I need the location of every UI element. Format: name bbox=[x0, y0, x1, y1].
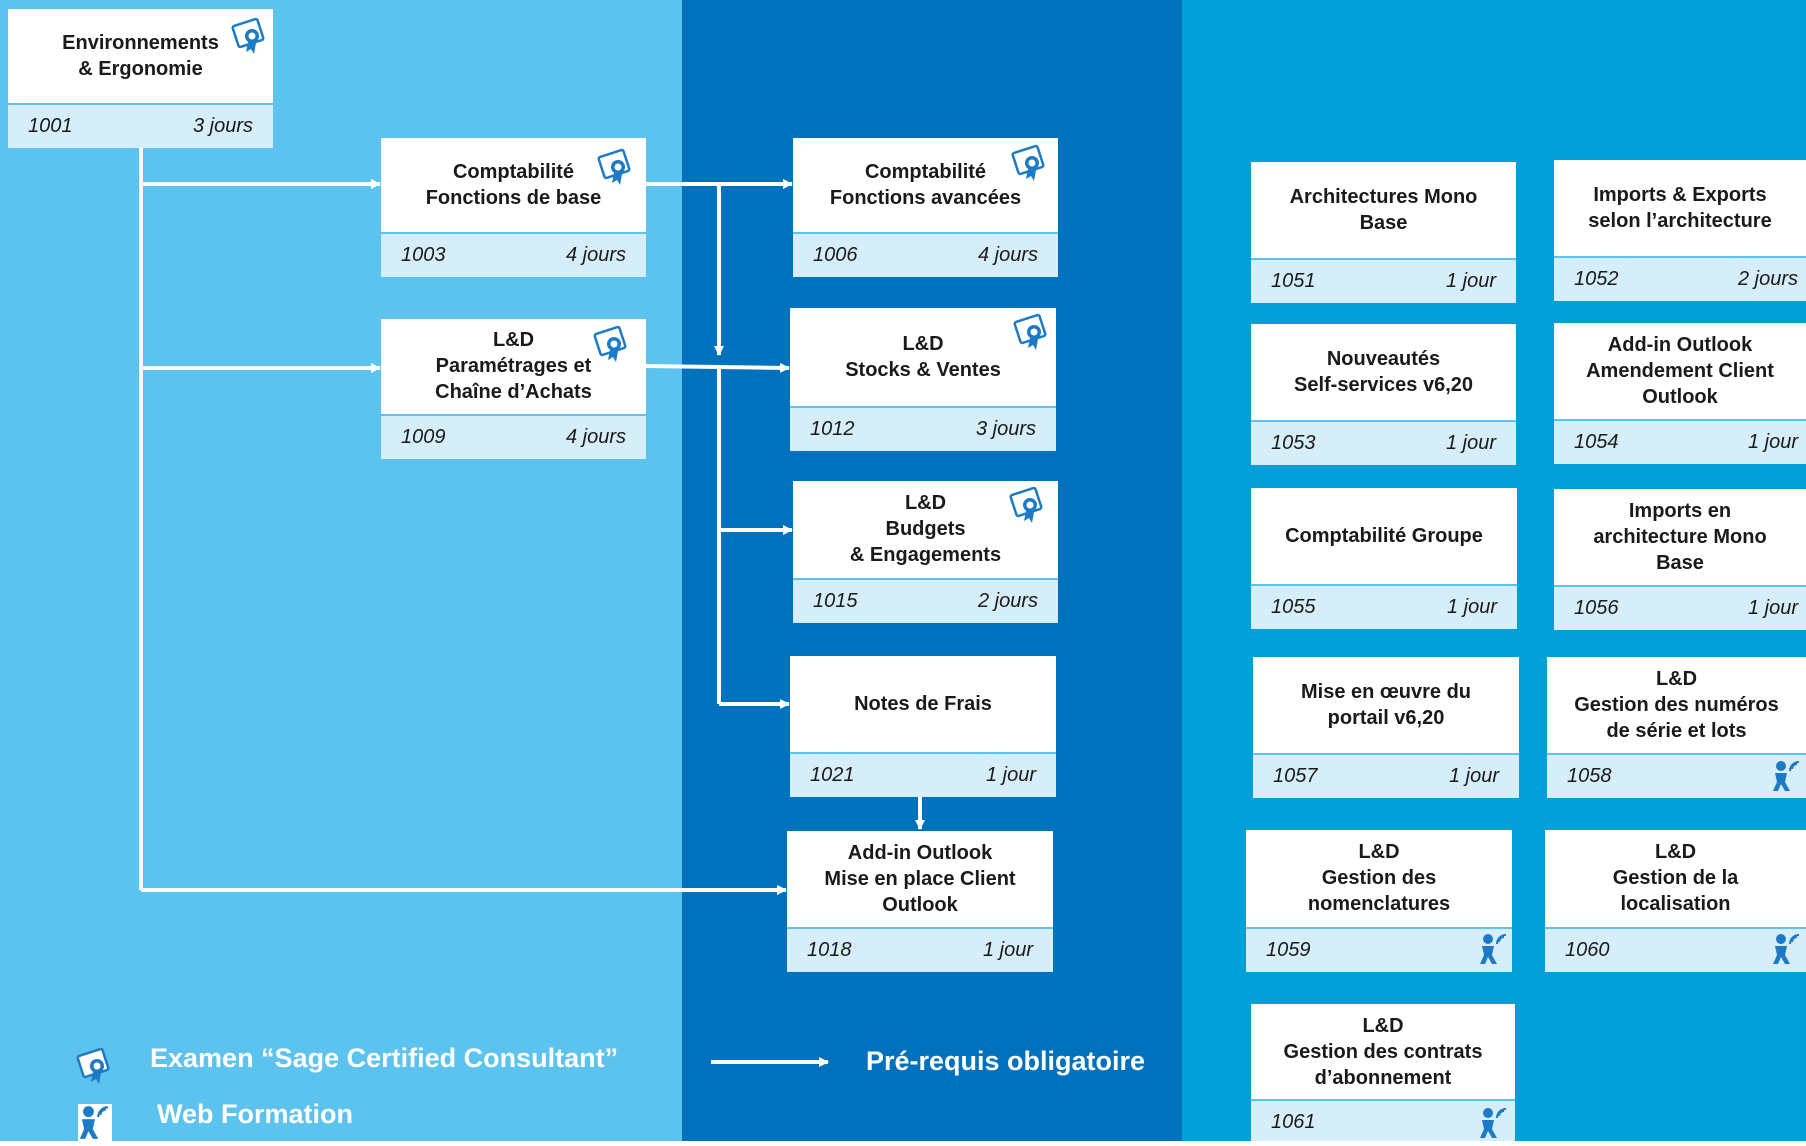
certificate-icon bbox=[1009, 486, 1043, 523]
web-formation-icon bbox=[1773, 761, 1800, 791]
course-duration: 3 jours bbox=[192, 115, 253, 137]
course-code: 1057 bbox=[1273, 765, 1318, 787]
web-formation-icon bbox=[1480, 1108, 1507, 1138]
course-title: L&D Gestion des nomenclatures bbox=[1307, 841, 1451, 915]
course-box-1053[interactable]: Nouveautés Self-services v6,20 1053 1 jou… bbox=[1251, 324, 1516, 465]
course-duration: 1 jour bbox=[1445, 432, 1496, 454]
legend-prerequisite-label: Pré-requis obligatoire bbox=[866, 1046, 1146, 1076]
course-duration: 2 jours bbox=[1737, 268, 1798, 290]
course-box-1012[interactable]: L&D Stocks & Ventes 1012 3 jours bbox=[790, 308, 1056, 451]
course-code: 1006 bbox=[813, 244, 858, 266]
course-code: 1053 bbox=[1271, 432, 1316, 454]
course-title: Comptabilité Fonctions avancées bbox=[829, 160, 1022, 209]
course-code: 1061 bbox=[1271, 1111, 1316, 1133]
course-box-1018[interactable]: Add-in Outlook Mise en place Client Outl… bbox=[787, 831, 1053, 972]
course-duration: 1 jour bbox=[1747, 431, 1798, 453]
course-duration: 1 jour bbox=[982, 939, 1033, 961]
course-code: 1009 bbox=[401, 426, 446, 448]
course-code: 1051 bbox=[1271, 270, 1316, 292]
course-code: 1056 bbox=[1574, 597, 1619, 619]
course-title: Nouveautés Self-services v6,20 bbox=[1293, 347, 1474, 396]
course-code: 1015 bbox=[813, 590, 858, 612]
course-title: L&D Stocks & Ventes bbox=[845, 332, 1001, 381]
course-code: 1058 bbox=[1567, 765, 1612, 787]
course-box-1001[interactable]: Environnements & Ergonomie 1001 3 jours bbox=[8, 9, 273, 148]
certificate-icon bbox=[231, 17, 265, 54]
course-code: 1012 bbox=[810, 418, 855, 440]
course-code: 1054 bbox=[1574, 431, 1619, 453]
course-duration: 3 jours bbox=[975, 418, 1036, 440]
course-title: Architectures Mono Base bbox=[1289, 185, 1478, 234]
course-code: 1021 bbox=[810, 764, 855, 786]
web-formation-icon bbox=[1773, 934, 1800, 964]
legend-web-formation-label: Web Formation bbox=[157, 1099, 354, 1129]
course-code: 1018 bbox=[807, 939, 852, 961]
course-duration: 4 jours bbox=[977, 244, 1038, 266]
course-code: 1060 bbox=[1565, 939, 1610, 961]
course-code: 1001 bbox=[28, 115, 73, 137]
course-title: L&D Budgets & Engagements bbox=[849, 492, 1002, 566]
course-box-1056[interactable]: Imports en architecture Mono Base 1056 1 … bbox=[1554, 489, 1806, 630]
course-duration: 1 jour bbox=[1446, 596, 1497, 618]
certificate-icon bbox=[597, 148, 631, 185]
course-duration: 1 jour bbox=[1445, 270, 1496, 292]
course-box-1054[interactable]: Add-in Outlook Amendement Client Outlook… bbox=[1554, 323, 1806, 464]
legend-certification-label: Examen “Sage Certified Consultant” bbox=[150, 1043, 619, 1073]
course-duration: 1 jour bbox=[1747, 597, 1798, 619]
course-code: 1052 bbox=[1574, 268, 1619, 290]
course-code: 1055 bbox=[1271, 596, 1316, 618]
course-title: Notes de Frais bbox=[854, 692, 992, 715]
course-box-1052[interactable]: Imports & Exports selon l’architecture 1… bbox=[1554, 160, 1806, 301]
legend-certificate-icon bbox=[76, 1047, 110, 1084]
course-title: L&D Gestion des numéros de série et lots bbox=[1574, 667, 1779, 742]
course-title: Add-in Outlook Amendement Client Outlook bbox=[1586, 333, 1774, 408]
course-title: Comptabilité Fonctions de base bbox=[425, 160, 602, 209]
course-box-1051[interactable]: Architectures Mono Base 1051 1 jour bbox=[1251, 162, 1516, 303]
course-box-1058[interactable]: L&D Gestion des numéros de série et lots… bbox=[1547, 657, 1806, 798]
course-title: Comptabilité Groupe bbox=[1285, 524, 1483, 547]
course-box-1061[interactable]: L&D Gestion des contrats d’abonnement 10… bbox=[1251, 1004, 1515, 1141]
legend-web-formation-icon bbox=[78, 1104, 112, 1141]
course-code: 1059 bbox=[1266, 939, 1311, 961]
course-box-1059[interactable]: L&D Gestion des nomenclatures 1059 bbox=[1246, 830, 1512, 972]
course-title: Environnements & Ergonomie bbox=[62, 31, 219, 80]
certificate-icon bbox=[593, 325, 627, 362]
course-duration: 4 jours bbox=[565, 244, 626, 266]
course-box-1060[interactable]: L&D Gestion de la localisation 1060 bbox=[1545, 830, 1806, 972]
course-duration: 4 jours bbox=[565, 426, 626, 448]
course-box-1057[interactable]: Mise en œuvre du portail v6,20 1057 1 jou… bbox=[1253, 657, 1519, 798]
course-title: L&D Paramétrages et Chaîne d’Achats bbox=[435, 329, 592, 403]
web-formation-icon bbox=[1480, 934, 1507, 964]
web-formation-icon bbox=[79, 1106, 109, 1139]
course-box-1055[interactable]: Comptabilité Groupe 1055 1 jour bbox=[1251, 488, 1517, 629]
course-title: Mise en œuvre du portail v6,20 bbox=[1300, 680, 1472, 729]
course-title: L&D Gestion des contrats d’abonnement bbox=[1283, 1014, 1483, 1089]
course-code: 1003 bbox=[401, 244, 446, 266]
course-title: Add-in Outlook Mise en place Client Outl… bbox=[824, 841, 1016, 916]
course-title: L&D Gestion de la localisation bbox=[1612, 841, 1739, 915]
course-box-1021[interactable]: Notes de Frais 1021 1 jour bbox=[790, 656, 1056, 797]
course-duration: 1 jour bbox=[1448, 765, 1499, 787]
course-duration: 1 jour bbox=[985, 764, 1036, 786]
course-title: Imports & Exports selon l’architecture bbox=[1588, 183, 1772, 232]
course-duration: 2 jours bbox=[977, 590, 1038, 612]
course-title: Imports en architecture Mono Base bbox=[1593, 499, 1767, 574]
certificate-icon bbox=[1011, 144, 1045, 181]
certificate-icon bbox=[1013, 313, 1047, 350]
